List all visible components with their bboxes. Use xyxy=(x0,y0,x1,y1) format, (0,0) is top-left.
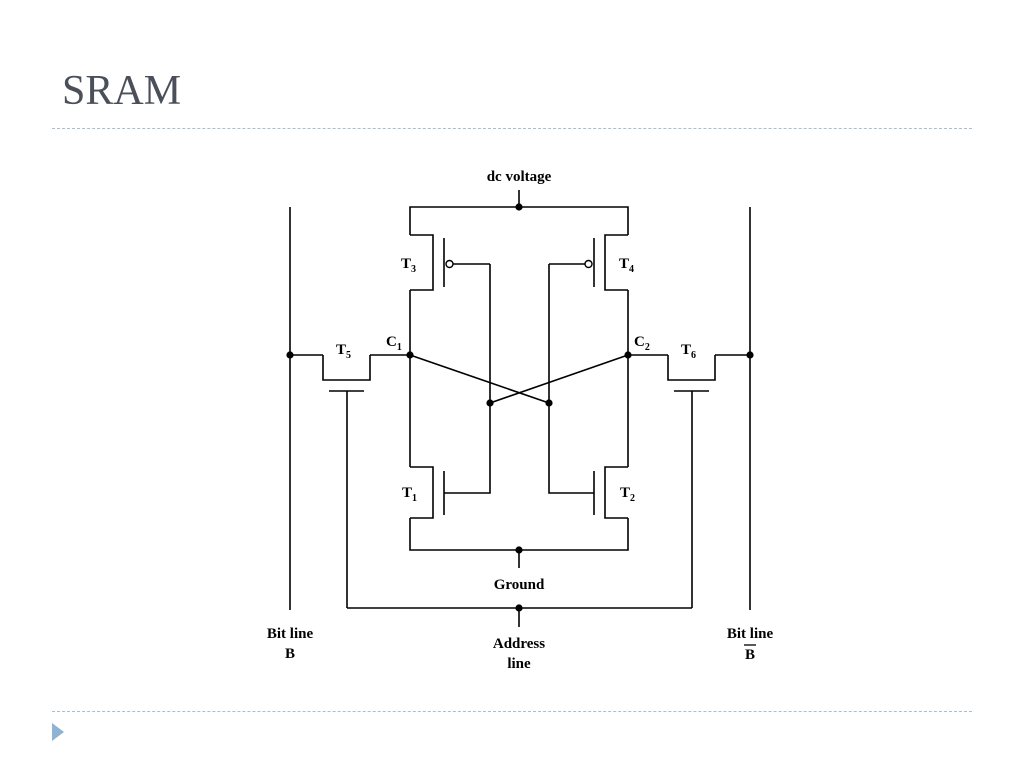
bitline-left-label-line1: Bit line xyxy=(267,626,314,642)
bitline-right-label-line2: B xyxy=(745,647,755,663)
supply-label: dc voltage xyxy=(487,169,552,185)
address-line xyxy=(347,604,692,627)
gate-wire-left xyxy=(444,264,491,494)
node-c1-dot xyxy=(406,351,414,359)
node-bitline-right-dot xyxy=(746,351,754,359)
slide-title: SRAM xyxy=(62,68,182,114)
ground-rail xyxy=(409,518,629,568)
ground-label: Ground xyxy=(494,577,545,593)
bitline-left-label-line2: B xyxy=(285,646,295,662)
supply-rail xyxy=(409,190,629,235)
t6-label: T6 xyxy=(681,342,696,361)
transistor-t4 xyxy=(549,234,628,291)
bullet-arrow-icon xyxy=(52,723,64,741)
footer-divider xyxy=(52,711,972,712)
t3-label: T3 xyxy=(401,256,416,275)
transistor-t1 xyxy=(410,466,445,519)
node-bitline-left-dot xyxy=(286,351,294,359)
transistor-t2 xyxy=(593,466,628,519)
t1-label: T1 xyxy=(402,485,417,504)
cross-coupling xyxy=(409,354,629,407)
t4-label: T4 xyxy=(619,256,634,275)
c2-label: C2 xyxy=(634,334,650,353)
address-label-line2: line xyxy=(507,656,531,672)
transistor-t3 xyxy=(410,234,490,291)
t5-label: T5 xyxy=(336,342,351,361)
address-label-line1: Address xyxy=(493,636,545,652)
transistor-t5 xyxy=(290,354,410,608)
transistor-t6 xyxy=(628,354,750,608)
gate-wire-right xyxy=(548,264,594,494)
c1-label: C1 xyxy=(386,334,402,353)
title-divider xyxy=(52,128,972,129)
bitline-right-label-line1: Bit line xyxy=(727,626,774,642)
node-c2-dot xyxy=(624,351,632,359)
t2-label: T2 xyxy=(620,485,635,504)
